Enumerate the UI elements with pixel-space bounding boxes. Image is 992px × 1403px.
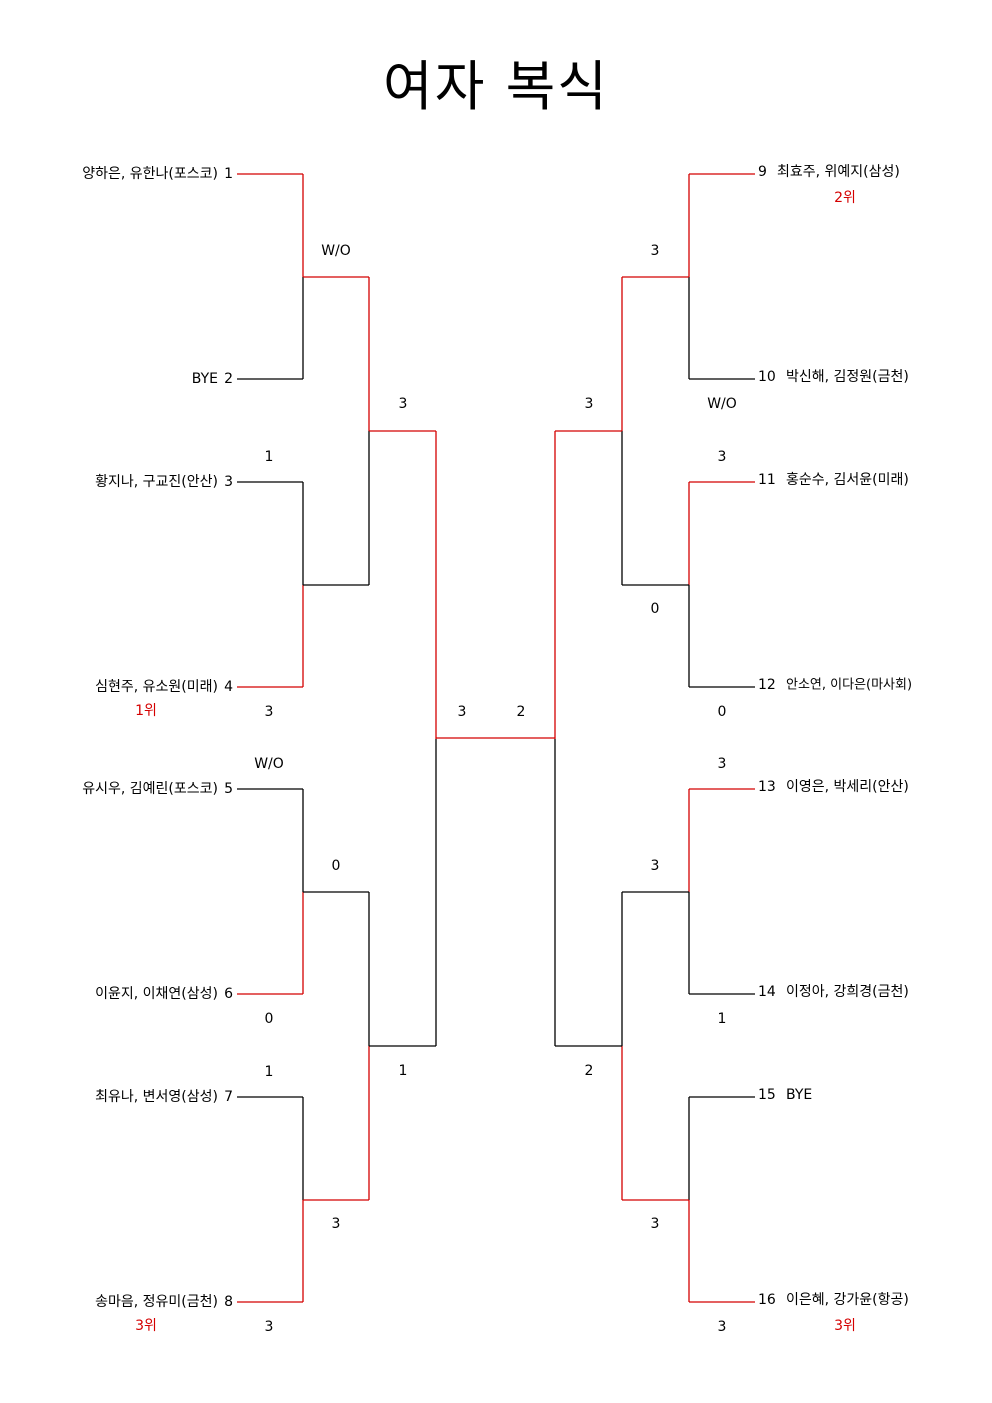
match-score: 0 [332,858,341,874]
player-seed: 6 [224,986,233,1002]
match-score: 0 [651,601,660,617]
player-name: 이은혜, 강가윤(항공) [786,1292,909,1308]
match-score: W/O [707,396,737,412]
player-name: BYE [786,1087,812,1103]
match-score: 3 [718,756,727,772]
player-seed: 4 [224,679,233,695]
final-score: 2 [517,704,526,720]
player-seed: 9 [758,164,767,180]
player-seed: 13 [758,779,776,795]
match-score: 3 [651,858,660,874]
player-seed: 11 [758,472,776,488]
player-name: 양하은, 유한나(포스코) [82,166,218,182]
player-seed: 7 [224,1089,233,1105]
match-score: 3 [332,1216,341,1232]
match-score: 3 [718,1319,727,1335]
player-name: 황지나, 구교진(안산) [95,474,218,490]
rank-label: 3위 [834,1318,856,1334]
player-name: 이영은, 박세리(안산) [786,779,909,795]
player-seed: 10 [758,369,776,385]
match-score: W/O [321,243,351,259]
player-name: 최유나, 변서영(삼성) [95,1089,218,1105]
match-score: W/O [254,756,284,772]
match-score: 2 [585,1063,594,1079]
player-seed: 1 [224,166,233,182]
player-seed: 3 [224,474,233,490]
match-score: 3 [265,1319,274,1335]
player-name: 이윤지, 이채연(삼성) [95,986,218,1002]
player-name: 박신해, 김정원(금천) [786,369,909,385]
final-score: 3 [458,704,467,720]
page-title: 여자 복식 [383,55,609,118]
player-name: 안소연, 이다은(마사회) [786,678,912,693]
player-name: 최효주, 위예지(삼성) [777,164,900,180]
match-score: 1 [265,1064,274,1080]
player-seed: 16 [758,1292,776,1308]
match-score: 3 [718,449,727,465]
match-score: 3 [585,396,594,412]
player-name: 홍순수, 김서윤(미래) [786,472,909,488]
match-score: 3 [651,243,660,259]
player-seed: 2 [224,371,233,387]
match-score: 3 [651,1216,660,1232]
player-seed: 8 [224,1294,233,1310]
match-score: 0 [265,1011,274,1027]
rank-label: 3위 [135,1318,157,1334]
player-name: 심현주, 유소원(미래) [95,679,218,695]
player-seed: 12 [758,677,776,693]
player-seed: 5 [224,781,233,797]
match-score: 1 [265,449,274,465]
player-name: 유시우, 김예린(포스코) [82,781,218,797]
match-score: 3 [265,704,274,720]
player-seed: 15 [758,1087,776,1103]
player-name: 송마음, 정유미(금천) [95,1294,218,1310]
player-name: BYE [192,371,218,387]
player-name: 이정아, 강희경(금천) [786,984,909,1000]
rank-label: 1위 [135,703,157,719]
match-score: 3 [399,396,408,412]
match-score: 1 [718,1011,727,1027]
match-score: 0 [718,704,727,720]
rank-label: 2위 [834,190,856,206]
match-score: 1 [399,1063,408,1079]
player-seed: 14 [758,984,776,1000]
